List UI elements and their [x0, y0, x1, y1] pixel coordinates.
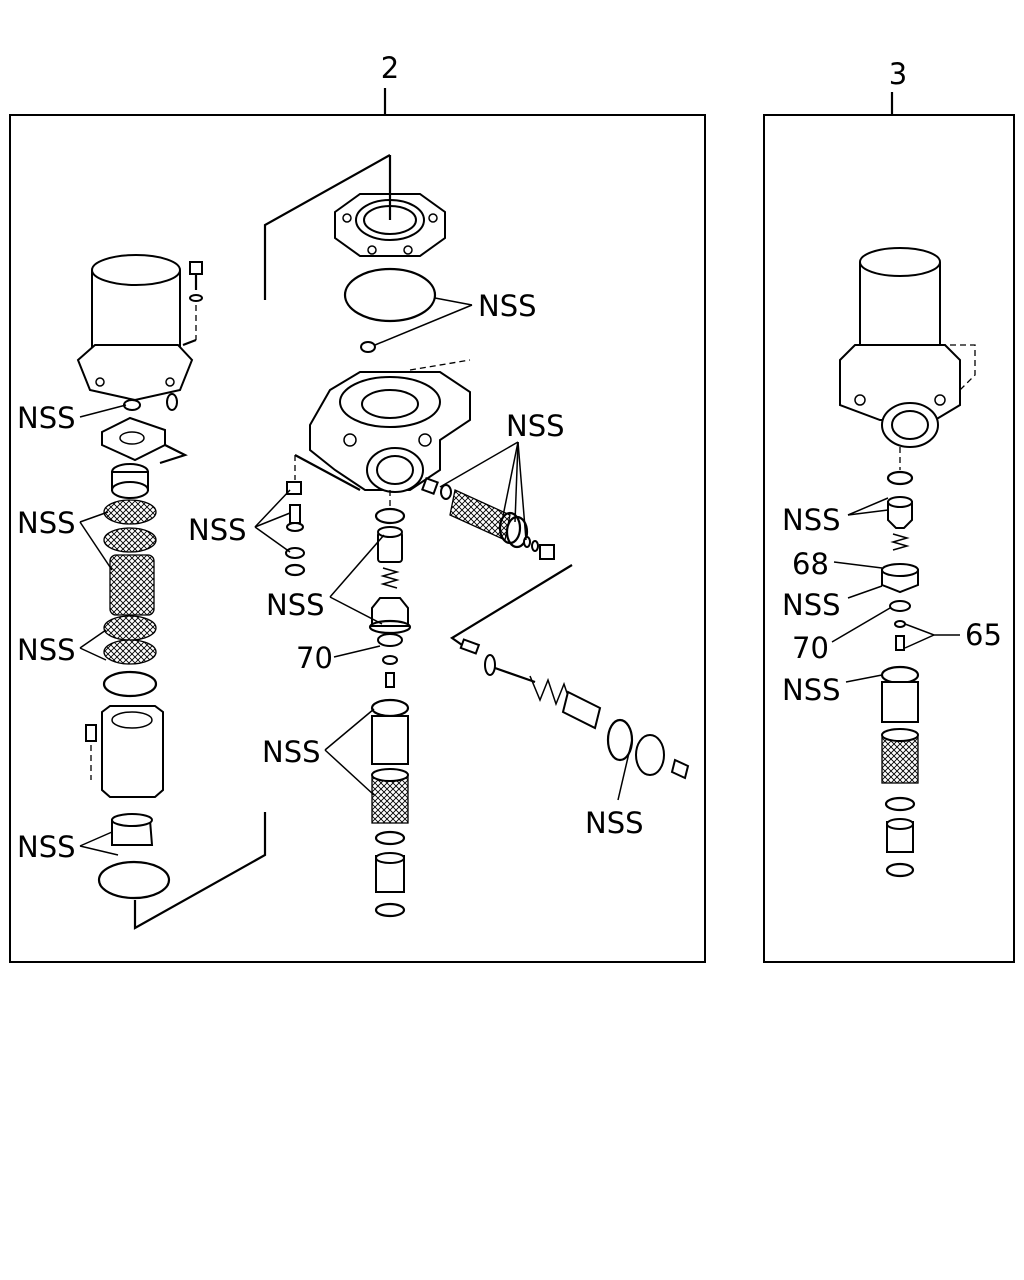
p3-68-leader: [833, 561, 883, 569]
p3-nss-b-label: NSS: [782, 588, 841, 622]
p3-65-leader: [904, 623, 960, 636]
bottom-link-line: [133, 812, 267, 930]
center-lower-nss-label: NSS: [262, 735, 321, 769]
right-upper-nss-leader: [439, 441, 519, 488]
small-seal: [360, 341, 376, 353]
left-top-nss-label: NSS: [17, 401, 76, 435]
panel-3: 3: [763, 57, 1015, 963]
left-top-nss-leader: [79, 404, 127, 418]
center-70-leader: [333, 645, 381, 658]
center-upper-nss-label: NSS: [266, 588, 325, 622]
center-column: [368, 490, 412, 918]
p3-70-leader: [831, 607, 891, 643]
p3-nss-c-leader: [845, 674, 883, 683]
left-mesh-nss-leader: [79, 511, 109, 523]
valve-housing: [309, 359, 471, 493]
p3-65-label: 65: [965, 618, 1002, 652]
p3-68-label: 68: [792, 547, 829, 581]
desiccant-cartridge-right: [839, 247, 976, 448]
left-stack: [85, 393, 188, 900]
center-70-label: 70: [296, 641, 333, 675]
panel-2-frame: [9, 114, 706, 963]
left-bottom-nss-leader: [79, 831, 113, 847]
desiccant-cartridge-left: [76, 254, 203, 402]
right-lower-nss-label: NSS: [585, 806, 644, 840]
large-o-ring: [343, 267, 437, 323]
p3-nss-a-leader: [847, 497, 889, 516]
p3-nss-a-label: NSS: [782, 503, 841, 537]
right-column: [880, 447, 920, 878]
p3-nss-b-leader: [847, 585, 883, 599]
cover-nss-label: NSS: [478, 289, 537, 323]
panel-2-ref-number: 2: [381, 51, 399, 85]
left-bottom-nss-label: NSS: [17, 830, 76, 864]
panel-3-ref-number: 3: [889, 57, 907, 91]
panel-3-frame: [763, 114, 1015, 963]
left-mesh-nss-label: NSS: [17, 506, 76, 540]
center-upper-nss-leader: [329, 534, 385, 598]
center-left-nss-leader: [254, 489, 291, 528]
right-upper-nss-label: NSS: [506, 409, 565, 443]
p3-70-label: 70: [792, 631, 829, 665]
left-mid-nss-label: NSS: [17, 633, 76, 667]
check-valve-small-parts: [284, 454, 361, 577]
left-mid-nss-leader: [79, 629, 107, 649]
center-lower-nss-leader: [324, 708, 375, 751]
cover-nss-leader: [434, 297, 473, 306]
p3-nss-c-label: NSS: [782, 673, 841, 707]
center-left-nss-label: NSS: [188, 513, 247, 547]
right-lower-nss-leader: [617, 739, 633, 801]
horizontal-valve-assembly: [421, 477, 555, 560]
relief-valve-assembly: [449, 564, 690, 780]
panel-2: 2 NSS: [9, 51, 706, 963]
